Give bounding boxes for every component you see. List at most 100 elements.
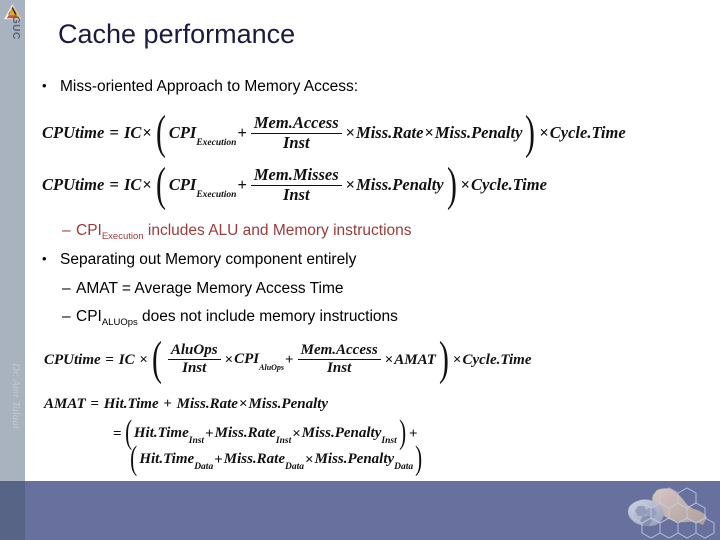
f4-missrate: Miss.Rate xyxy=(176,396,238,412)
f3-cpi-group: CPIAluOps xyxy=(234,351,285,373)
f5-penalty-group: Miss.PenaltyInst xyxy=(301,424,397,446)
b4-text: AMAT = Average Memory Access Time xyxy=(76,280,344,297)
bullet-marker: • xyxy=(42,251,47,266)
f3-times-4: × xyxy=(452,351,462,368)
f1-missrate: Miss.Rate xyxy=(356,123,424,143)
hexagon-hands-decoration xyxy=(602,484,720,540)
bullet-text: Miss-oriented Approach to Memory Access: xyxy=(60,78,359,95)
bullet-marker: • xyxy=(42,78,47,93)
f6-paren-open: ( xyxy=(130,440,138,477)
f1-frac-den: Inst xyxy=(282,132,310,152)
b5-text: does not include memory instructions xyxy=(137,308,398,325)
bullet-separating-memory: • Separating out Memory component entirel… xyxy=(42,251,356,269)
f6-rate-group: Miss.RateData xyxy=(223,450,305,472)
f1-misspenalty: Miss.Penalty xyxy=(434,123,523,143)
f5-misspenalty: Miss.Penalty xyxy=(301,424,382,441)
page-title: Cache performance xyxy=(58,19,296,49)
f3-ic: IC xyxy=(118,351,135,368)
f1-times-3: × xyxy=(424,123,434,143)
guc-logo-mark xyxy=(3,3,22,20)
f2-misspenalty: Miss.Penalty xyxy=(356,175,444,195)
sub-bullet-marker: – xyxy=(62,308,71,325)
f3-cpi: CPI xyxy=(234,351,260,368)
f3-times-2: × xyxy=(224,351,234,368)
f3-cycletime: Cycle.Time xyxy=(462,351,532,368)
f1-cpi: CPI xyxy=(168,123,197,143)
f3-times-1: × xyxy=(139,351,148,368)
b5-prefix: CPI xyxy=(76,308,102,325)
f2-lhs: CPUtime xyxy=(42,175,105,195)
f3-cpi-sub: AluOps xyxy=(259,363,285,373)
b2-text: includes ALU and Memory instructions xyxy=(143,222,412,239)
f6-penalty-sub: Data xyxy=(394,461,414,472)
f5-missrate: Miss.Rate xyxy=(214,424,276,441)
f5-tail-plus: + xyxy=(409,425,418,442)
f2-times-2: × xyxy=(345,175,356,195)
f4-hittime: Hit.Time xyxy=(103,396,159,412)
f3-frac1-num: AluOps xyxy=(167,342,221,360)
f2-frac-num: Mem.Misses xyxy=(250,165,342,186)
f3-frac2-den: Inst xyxy=(327,359,352,376)
f1-paren-open: ( xyxy=(155,106,166,159)
f1-plus: + xyxy=(237,123,247,143)
bullet-cpi-aluops: –CPIALUOps does not include memory instr… xyxy=(62,308,398,328)
f5-hit-group: Hit.TimeInst xyxy=(134,425,204,446)
f5-plus: + xyxy=(205,425,214,442)
f6-rate-sub: Data xyxy=(285,461,305,472)
f3-plus: + xyxy=(285,351,294,368)
guc-logo-text: GUC xyxy=(10,16,21,40)
f6-paren-close: ) xyxy=(415,440,423,477)
f1-cpi-group: CPIExecution xyxy=(168,123,237,148)
f4-times: × xyxy=(238,396,248,412)
b3-text: Separating out Memory component entirely xyxy=(60,251,357,268)
footer-bar-left xyxy=(0,481,25,540)
f1-ic: IC xyxy=(123,123,142,143)
left-sidebar: GUC Dr. Amr Talaat xyxy=(0,0,25,481)
f1-times-4: × xyxy=(539,123,549,143)
bullet-cpi-execution: –CPIExecution includes ALU and Memory in… xyxy=(62,222,412,242)
f2-cpi-sub: Execution xyxy=(196,189,237,200)
f5-rate-sub: Inst xyxy=(275,435,292,446)
f2-times-3: × xyxy=(460,175,470,195)
f6-plus: + xyxy=(214,451,223,468)
f1-frac-num: Mem.Access xyxy=(250,113,342,134)
f4-lhs: AMAT xyxy=(44,396,86,412)
f6-times: × xyxy=(305,451,314,468)
formula-amat: AMAT = Hit.Time + Miss.Rate×Miss.Penalty xyxy=(44,396,328,413)
b5-subscript: ALUOps xyxy=(101,317,138,329)
f2-ic: IC xyxy=(123,175,142,195)
f4-eq: = xyxy=(90,396,99,412)
f6-missrate: Miss.Rate xyxy=(223,450,286,467)
f5-rate-group: Miss.RateInst xyxy=(214,424,292,446)
f3-frac2-num: Mem.Access xyxy=(297,342,381,360)
formula-amat-inst: =(Hit.TimeInst+Miss.RateInst×Miss.Penalt… xyxy=(112,416,419,450)
f1-lhs: CPUtime xyxy=(42,123,105,143)
f5-times: × xyxy=(292,425,301,442)
bullet-miss-oriented: • Miss-oriented Approach to Memory Access… xyxy=(42,78,358,96)
sub-bullet-marker: – xyxy=(62,280,71,297)
f5-penalty-sub: Inst xyxy=(381,435,397,446)
hexagon-hands-svg xyxy=(602,484,720,540)
footer-bar xyxy=(0,481,720,540)
f1-eq: = xyxy=(109,123,119,143)
f2-times-1: × xyxy=(142,175,152,195)
bullet-amat-definition: –AMAT = Average Memory Access Time xyxy=(62,280,343,298)
f3-lhs: CPUtime xyxy=(44,351,101,368)
f2-cpi: CPI xyxy=(168,175,197,195)
f3-amat: AMAT xyxy=(394,351,436,368)
f6-hittime: Hit.Time xyxy=(139,450,195,467)
f1-paren-close: ) xyxy=(525,106,536,159)
f2-cpi-group: CPIExecution xyxy=(168,175,237,200)
author-label: Dr. Amr Talaat xyxy=(10,363,22,429)
f1-cpi-sub: Execution xyxy=(196,137,237,148)
f3-times-3: × xyxy=(384,351,394,368)
f2-paren-open: ( xyxy=(155,158,166,211)
formula-amat-data: (Hit.TimeData+Miss.RateData×Miss.Penalty… xyxy=(128,440,425,477)
f4-misspenalty: Miss.Penalty xyxy=(248,396,329,412)
f6-hit-group: Hit.TimeData xyxy=(139,450,213,472)
